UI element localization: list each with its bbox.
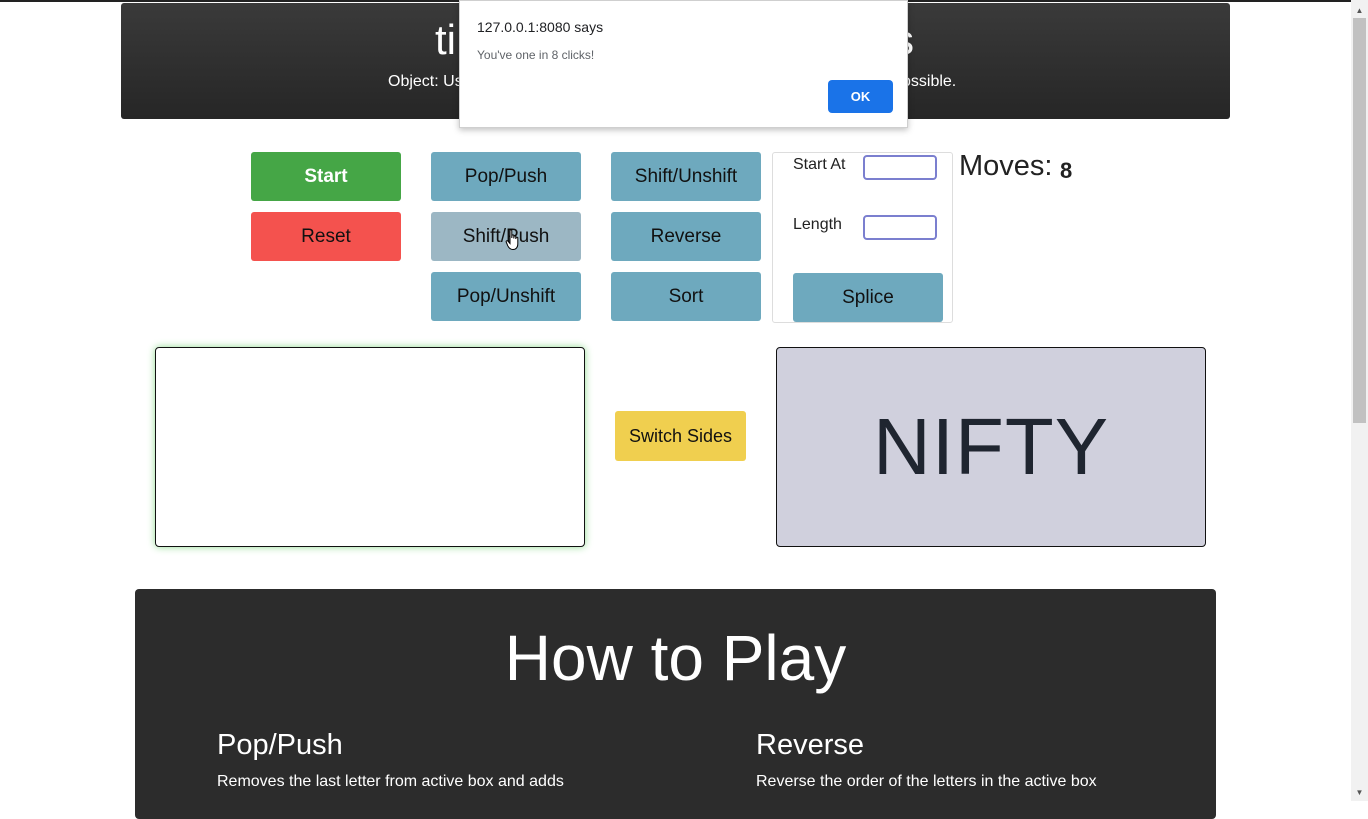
splice-panel: Start At Length Splice [772,152,953,323]
section-heading-pop-push: Pop/Push [217,729,343,761]
target-letter-box[interactable]: NIFTY [776,347,1206,547]
length-input[interactable] [863,215,937,240]
pop-push-button[interactable]: Pop/Push [431,152,581,201]
scroll-up-arrow-icon[interactable]: ▲ [1355,6,1364,15]
pop-unshift-button[interactable]: Pop/Unshift [431,272,581,321]
section-heading-reverse: Reverse [756,729,864,761]
shift-unshift-button[interactable]: Shift/Unshift [611,152,761,201]
start-button[interactable]: Start [251,152,401,201]
dialog-message: You've one in 8 clicks! [477,48,595,62]
page-subtitle-left: Object: Us [388,73,463,90]
section-text-pop-push: Removes the last letter from active box … [217,773,564,790]
page-subtitle-right: ossible. [902,73,957,90]
moves-label: Moves: [959,150,1053,182]
splice-button[interactable]: Splice [793,273,943,322]
sort-button[interactable]: Sort [611,272,761,321]
page-title-left: ti [435,16,456,63]
dialog-title: 127.0.0.1:8080 says [477,19,604,35]
vertical-scrollbar[interactable]: ▲ ▼ [1351,0,1368,801]
hand-cursor-icon [505,229,519,251]
how-to-play-section: How to Play Pop/Push Removes the last le… [135,589,1216,819]
scroll-down-arrow-icon[interactable]: ▼ [1355,788,1364,797]
dialog-ok-button[interactable]: OK [828,80,893,113]
start-at-input[interactable] [863,155,937,180]
start-at-label: Start At [793,156,846,173]
switch-sides-button[interactable]: Switch Sides [615,411,746,461]
shift-push-button[interactable]: Shift/Push [431,212,581,261]
section-text-reverse: Reverse the order of the letters in the … [756,773,1097,790]
active-letter-box[interactable] [155,347,585,547]
length-label: Length [793,216,842,233]
reverse-button[interactable]: Reverse [611,212,761,261]
how-to-play-title: How to Play [504,622,847,694]
scrollbar-thumb[interactable] [1353,18,1366,423]
alert-dialog: 127.0.0.1:8080 says You've one in 8 clic… [459,0,908,128]
moves-count: 8 [1060,158,1073,183]
reset-button[interactable]: Reset [251,212,401,261]
